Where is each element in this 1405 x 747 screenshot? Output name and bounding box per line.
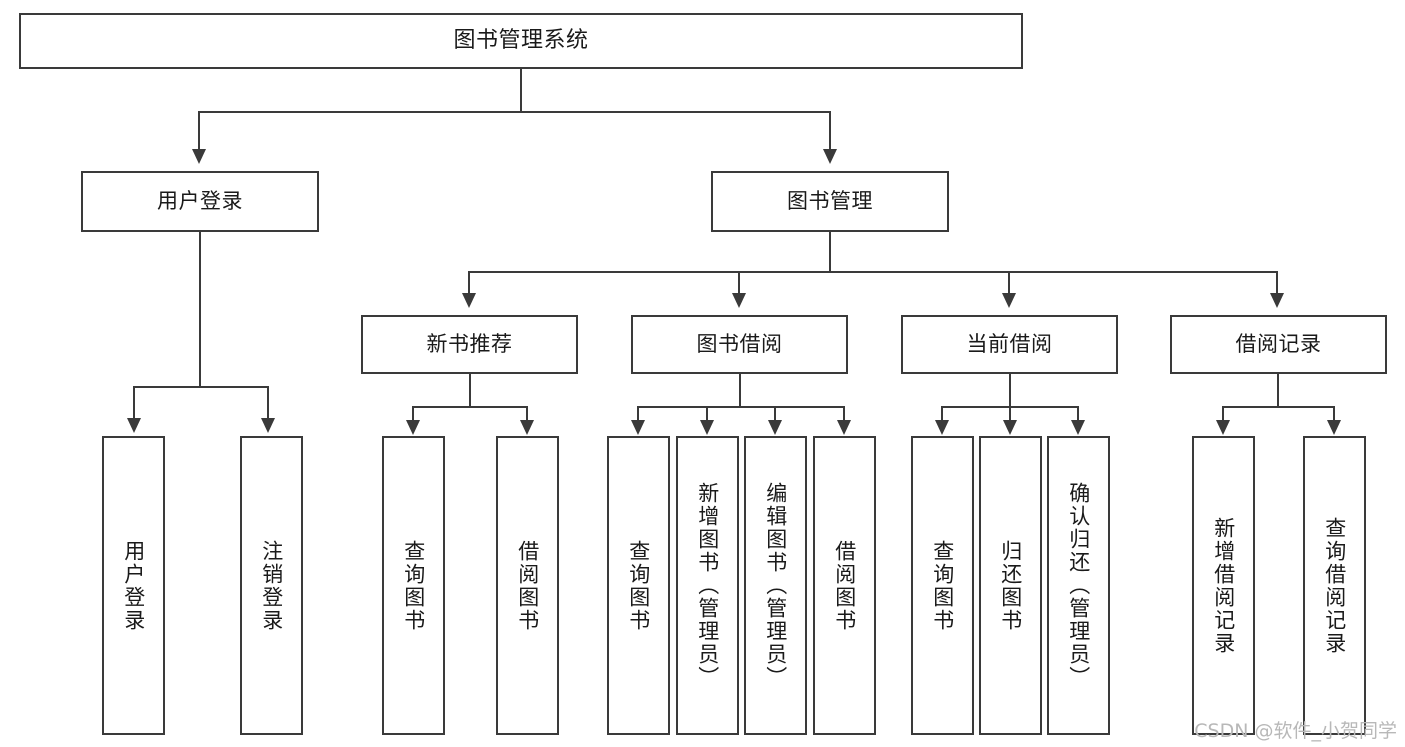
edge-new-book-drop-2 [526, 406, 528, 422]
edge-level3-drop-4 [1276, 271, 1278, 295]
node-label: 注销登录 [259, 539, 284, 632]
edge-user-login-stem [199, 232, 201, 386]
edge-br-drop-1 [1222, 406, 1224, 422]
edge-br-drop-2 [1333, 406, 1335, 422]
node-book-management[interactable]: 图书管理 [711, 171, 949, 232]
node-label: 新增借阅记录 [1211, 516, 1236, 655]
edge-cb-drop-2 [1009, 406, 1011, 422]
node-root-book-management-system[interactable]: 图书管理系统 [19, 13, 1023, 69]
edge-new-book-drop-1 [412, 406, 414, 422]
leaf-bb-borrow-book[interactable]: 借阅图书 [813, 436, 876, 735]
leaf-br-query-record[interactable]: 查询借阅记录 [1303, 436, 1366, 735]
leaf-nb-query-book[interactable]: 查询图书 [382, 436, 445, 735]
node-label: 查询图书 [626, 539, 651, 632]
arrowhead-current-borrow [1002, 293, 1016, 308]
edge-to-book-management [829, 111, 831, 151]
node-label: 确认归还（管理员） [1066, 482, 1091, 689]
edge-level3-bus [468, 271, 1278, 273]
arrowhead-borrow-records [1270, 293, 1284, 308]
edge-to-user-login [198, 111, 200, 151]
arrowhead-user-login [192, 149, 206, 164]
node-label: 当前借阅 [966, 332, 1053, 357]
edge-cb-drop-3 [1077, 406, 1079, 422]
arrowhead-book-borrow [732, 293, 746, 308]
node-borrow-records[interactable]: 借阅记录 [1170, 315, 1387, 374]
edge-level3-drop-3 [1008, 271, 1010, 295]
leaf-nb-borrow-book[interactable]: 借阅图书 [496, 436, 559, 735]
node-book-borrow[interactable]: 图书借阅 [631, 315, 848, 374]
edge-borrow-records-bus [1222, 406, 1335, 408]
edge-book-borrow-stem [739, 374, 741, 406]
arrowhead-cb-leaf-1 [935, 420, 949, 435]
arrowhead-br-leaf-2 [1327, 420, 1341, 435]
leaf-bb-query-book[interactable]: 查询图书 [607, 436, 670, 735]
node-label: 借阅图书 [832, 539, 857, 632]
edge-bb-drop-1 [637, 406, 639, 422]
arrowhead-cb-leaf-2 [1003, 420, 1017, 435]
node-label: 用户登录 [157, 189, 243, 214]
node-user-login[interactable]: 用户登录 [81, 171, 319, 232]
node-current-borrow[interactable]: 当前借阅 [901, 315, 1118, 374]
node-new-book-recommend[interactable]: 新书推荐 [361, 315, 578, 374]
edge-bb-drop-4 [843, 406, 845, 422]
arrowhead-nb-leaf-2 [520, 420, 534, 435]
edge-level3-drop-2 [738, 271, 740, 295]
arrowhead-bb-leaf-3 [768, 420, 782, 435]
edge-root-bus [198, 111, 831, 113]
leaf-cb-confirm-return-admin[interactable]: 确认归还（管理员） [1047, 436, 1110, 735]
edge-book-borrow-bus [637, 406, 845, 408]
arrowhead-br-leaf-1 [1216, 420, 1230, 435]
node-label: 查询图书 [401, 539, 426, 632]
edge-user-login-drop-1 [133, 386, 135, 420]
leaf-br-add-record[interactable]: 新增借阅记录 [1192, 436, 1255, 735]
node-label: 用户登录 [121, 539, 146, 632]
node-label: 图书管理 [787, 189, 873, 214]
node-label: 归还图书 [998, 539, 1023, 632]
leaf-user-login[interactable]: 用户登录 [102, 436, 165, 735]
edge-user-login-drop-2 [267, 386, 269, 420]
edge-new-book-bus [412, 406, 528, 408]
edge-new-book-stem [469, 374, 471, 406]
arrowhead-book-management [823, 149, 837, 164]
node-label: 编辑图书（管理员） [763, 482, 788, 689]
node-label: 借阅记录 [1235, 332, 1322, 357]
arrowhead-leaf-logout [261, 418, 275, 433]
edge-level3-drop-1 [468, 271, 470, 295]
arrowhead-nb-leaf-1 [406, 420, 420, 435]
leaf-logout[interactable]: 注销登录 [240, 436, 303, 735]
leaf-bb-add-book-admin[interactable]: 新增图书（管理员） [676, 436, 739, 735]
edge-bb-drop-3 [774, 406, 776, 422]
edge-borrow-records-stem [1277, 374, 1279, 406]
arrowhead-bb-leaf-1 [631, 420, 645, 435]
edge-current-borrow-stem [1009, 374, 1011, 406]
arrowhead-new-book-recommend [462, 293, 476, 308]
arrowhead-leaf-user-login [127, 418, 141, 433]
node-label: 查询图书 [930, 539, 955, 632]
leaf-cb-return-book[interactable]: 归还图书 [979, 436, 1042, 735]
node-label: 新增图书（管理员） [695, 482, 720, 689]
edge-book-management-stem [829, 232, 831, 271]
edge-root-stem [520, 69, 522, 111]
edge-user-login-bus [133, 386, 268, 388]
node-label: 图书管理系统 [453, 28, 589, 54]
edge-bb-drop-2 [706, 406, 708, 422]
leaf-cb-query-book[interactable]: 查询图书 [911, 436, 974, 735]
leaf-bb-edit-book-admin[interactable]: 编辑图书（管理员） [744, 436, 807, 735]
arrowhead-bb-leaf-4 [837, 420, 851, 435]
node-label: 新书推荐 [426, 332, 513, 357]
arrowhead-bb-leaf-2 [700, 420, 714, 435]
node-label: 借阅图书 [515, 539, 540, 632]
edge-cb-drop-1 [941, 406, 943, 422]
node-label: 查询借阅记录 [1322, 516, 1347, 655]
node-label: 图书借阅 [696, 332, 783, 357]
arrowhead-cb-leaf-3 [1071, 420, 1085, 435]
